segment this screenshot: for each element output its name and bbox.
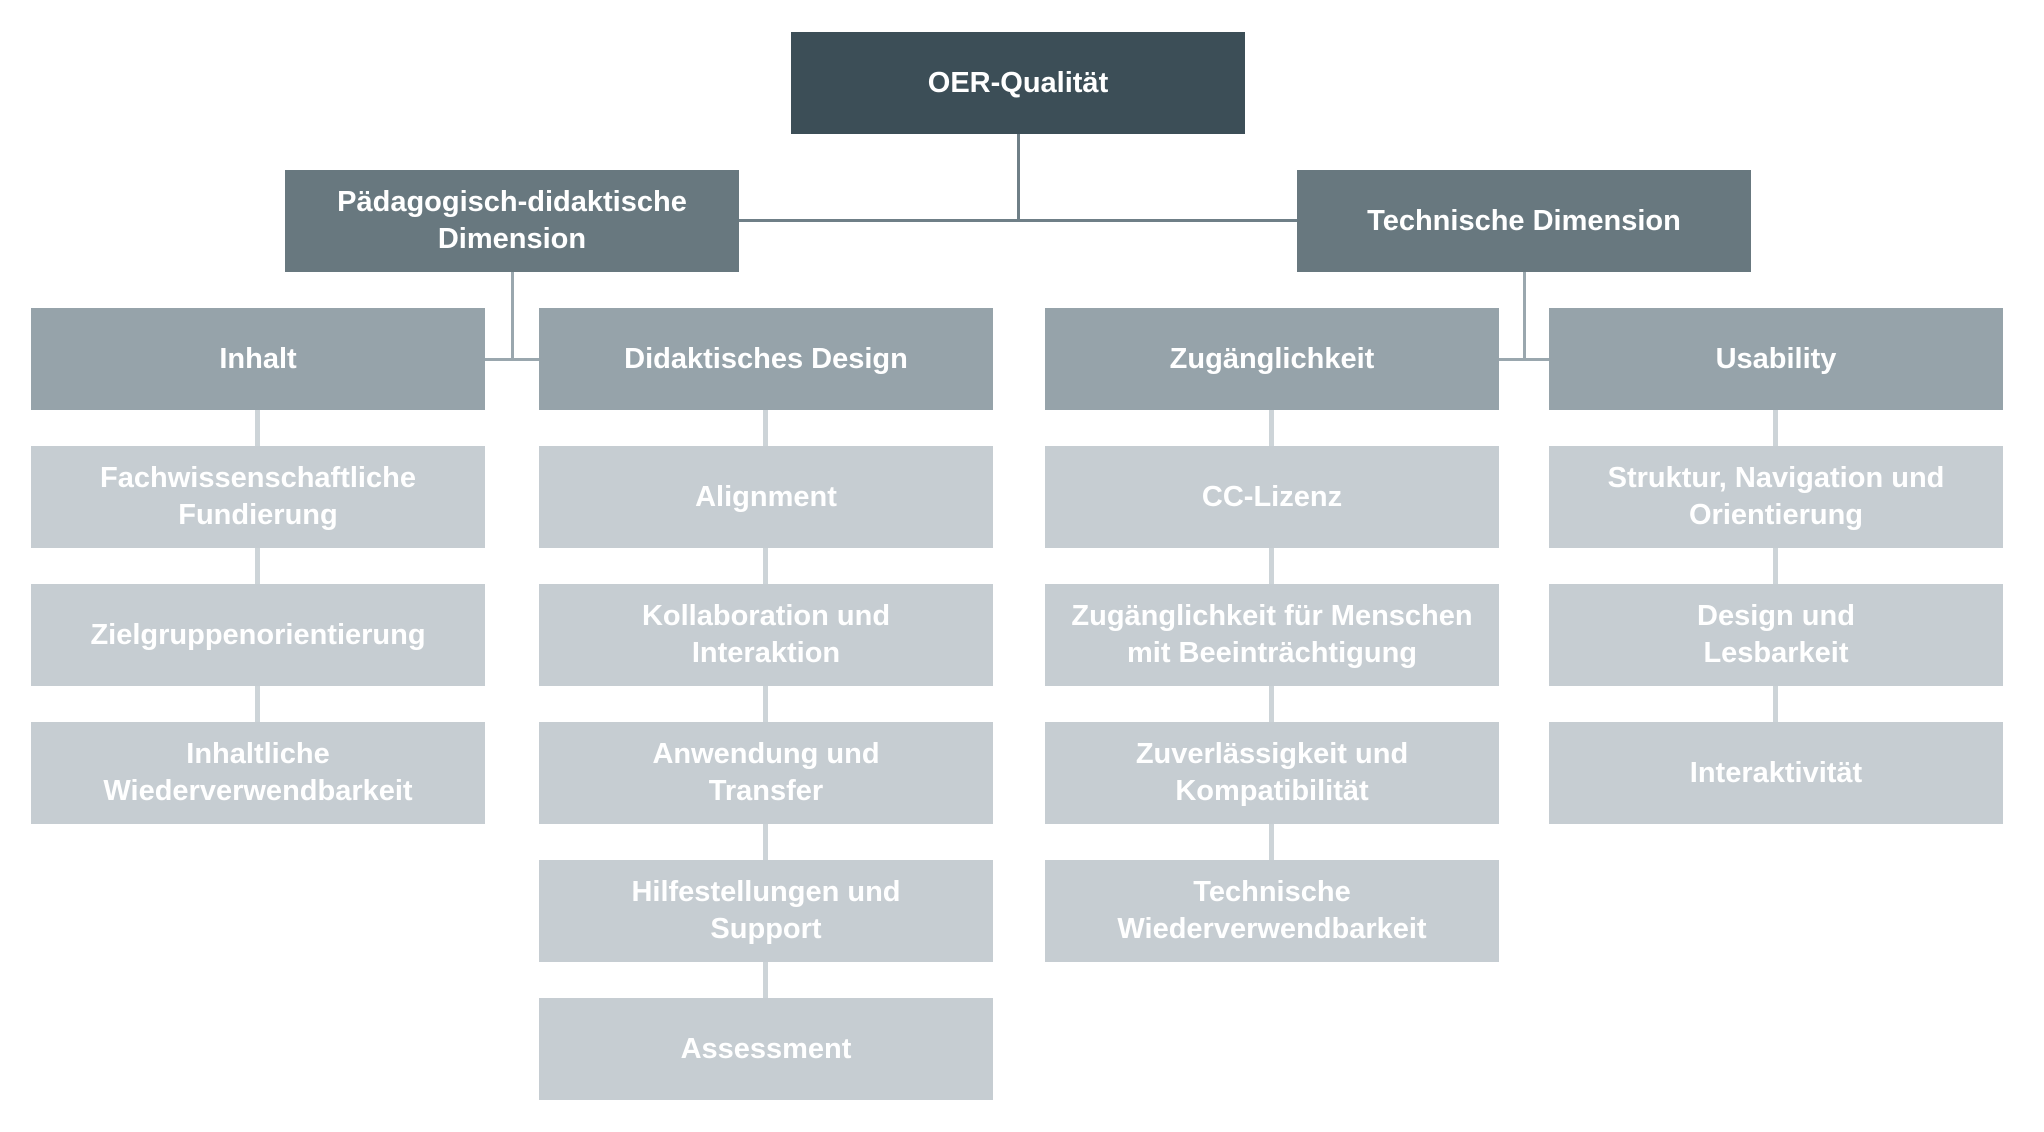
node-item-fachwissenschaftliche-fundierung: Fachwissenschaftliche Fundierung xyxy=(31,446,485,548)
node-category-inhalt: Inhalt xyxy=(31,308,485,410)
node-category-didaktisches-design: Didaktisches Design xyxy=(539,308,993,410)
connector-col2-3 xyxy=(763,686,768,722)
node-dimension-paedagogisch-didaktisch: Pädagogisch-didaktische Dimension xyxy=(285,170,739,272)
connector-col2-5 xyxy=(763,962,768,998)
node-item-design-und-lesbarkeit: Design und Lesbarkeit xyxy=(1549,584,2003,686)
connector-col3-2 xyxy=(1269,548,1274,584)
node-item-zuverlaessigkeit-und-kompatibilitaet: Zuverlässigkeit und Kompatibilität xyxy=(1045,722,1499,824)
connector-col4-2 xyxy=(1773,548,1778,584)
node-item-zielgruppenorientierung: Zielgruppenorientierung xyxy=(31,584,485,686)
connector-dimension-paedagogisch-stub xyxy=(484,358,539,361)
connector-col1-2 xyxy=(255,548,260,584)
node-item-interaktivitaet: Interaktivität xyxy=(1549,722,2003,824)
connector-dimension-paedagogisch-vertical xyxy=(511,272,514,361)
connector-col1-1 xyxy=(255,410,260,446)
connector-col1-3 xyxy=(255,686,260,722)
node-item-struktur-navigation-orientierung: Struktur, Navigation und Orientierung xyxy=(1549,446,2003,548)
node-item-hilfestellungen-und-support: Hilfestellungen und Support xyxy=(539,860,993,962)
node-item-alignment: Alignment xyxy=(539,446,993,548)
node-item-zugaenglichkeit-fuer-menschen: Zugänglichkeit für Menschen mit Beeinträ… xyxy=(1045,584,1499,686)
node-item-inhaltliche-wiederverwendbarkeit: Inhaltliche Wiederverwendbarkeit xyxy=(31,722,485,824)
node-category-zugaenglichkeit: Zugänglichkeit xyxy=(1045,308,1499,410)
connector-col3-3 xyxy=(1269,686,1274,722)
node-item-assessment: Assessment xyxy=(539,998,993,1100)
connector-dimension-technisch-vertical xyxy=(1523,272,1526,361)
connector-col2-2 xyxy=(763,548,768,584)
node-item-cc-lizenz: CC-Lizenz xyxy=(1045,446,1499,548)
connector-col4-1 xyxy=(1773,410,1778,446)
connector-col3-1 xyxy=(1269,410,1274,446)
connector-dimension-technisch-stub xyxy=(1498,358,1549,361)
node-item-technische-wiederverwendbarkeit: Technische Wiederverwendbarkeit xyxy=(1045,860,1499,962)
node-category-usability: Usability xyxy=(1549,308,2003,410)
node-item-anwendung-und-transfer: Anwendung und Transfer xyxy=(539,722,993,824)
connector-dimensions-horizontal xyxy=(739,219,1297,222)
node-item-kollaboration-und-interaktion: Kollaboration und Interaktion xyxy=(539,584,993,686)
node-dimension-technisch: Technische Dimension xyxy=(1297,170,1751,272)
connector-col4-3 xyxy=(1773,686,1778,722)
connector-col2-1 xyxy=(763,410,768,446)
node-root-oer-qualitaet: OER-Qualität xyxy=(791,32,1245,134)
connector-root-vertical xyxy=(1017,134,1020,222)
connector-col3-4 xyxy=(1269,824,1274,860)
connector-col2-4 xyxy=(763,824,768,860)
